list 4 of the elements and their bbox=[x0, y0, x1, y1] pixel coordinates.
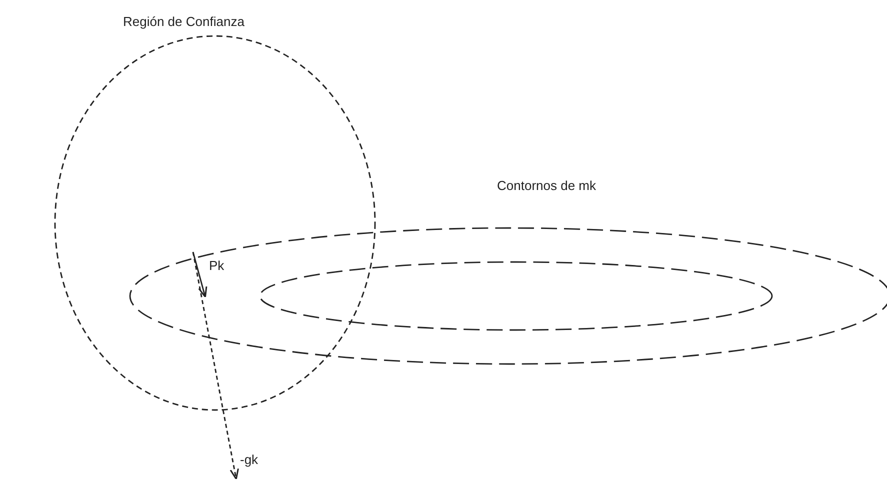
contour-label: Contornos de mk bbox=[497, 178, 596, 194]
gradient-label: -gk bbox=[240, 452, 258, 468]
region-label: Región de Confianza bbox=[123, 14, 244, 30]
step-label: Pk bbox=[209, 258, 224, 274]
